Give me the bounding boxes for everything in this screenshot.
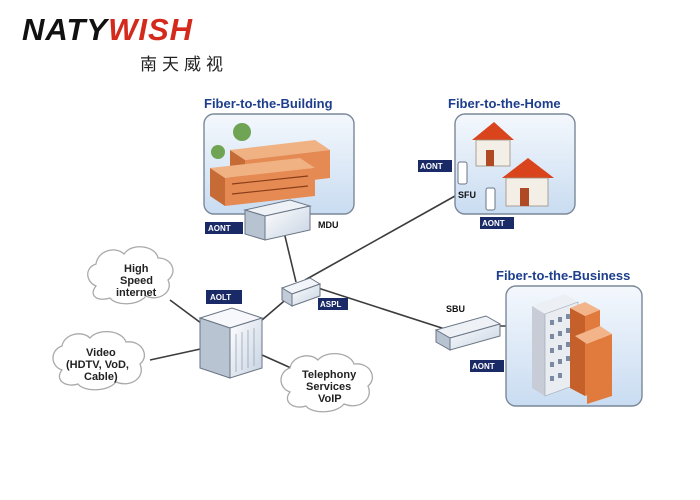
mdu-device: [243, 199, 312, 241]
tree-icon: [211, 145, 225, 159]
link-aspl-sbu: [317, 287, 449, 331]
cloud-video: Video (HDTV, VoD, Cable): [52, 331, 145, 391]
aolt-label: AOLT: [210, 293, 231, 302]
link-aspl-home: [304, 195, 456, 281]
aspl-tag: [318, 298, 348, 310]
panel-home: Fiber-to-the-Home SFU AONT AONT: [418, 96, 576, 229]
link-video-aolt: [149, 347, 206, 361]
aolt-tag: [206, 290, 242, 304]
cloud-telephony: Telephony Services VoIP: [280, 353, 373, 413]
telephony-line-3: VoIP: [318, 393, 342, 405]
mdu-label: MDU: [318, 220, 339, 230]
office-tower: [532, 294, 579, 397]
aolt-device: [198, 307, 264, 379]
brand-subtitle: 南天威视: [140, 55, 228, 75]
telephony-line-2: Services: [306, 381, 351, 393]
sfu-device: [457, 161, 468, 185]
house-icon: [472, 122, 514, 167]
tree-icon: [233, 123, 251, 141]
cloud-internet: High Speed internet: [87, 246, 174, 305]
internet-line-1: High: [124, 263, 149, 275]
aont-tag-building: [205, 222, 243, 234]
sbu-device: [434, 315, 502, 351]
brand-name: NATYWISH: [22, 12, 193, 48]
internet-line-2: Speed: [120, 275, 153, 287]
link-aspl-mdu: [283, 231, 297, 283]
internet-line-3: internet: [116, 287, 157, 299]
house-icon: [502, 158, 554, 207]
brand-logo: NATYWISH 南天威视: [22, 12, 232, 75]
aont-tag-home-top-label: AONT: [420, 162, 443, 171]
video-line-2: (HDTV, VoD,: [66, 359, 129, 371]
sfu-label: SFU: [458, 190, 476, 200]
aspl-splitter: [280, 277, 322, 307]
apartment-block-front: [210, 158, 315, 206]
telephony-line-1: Telephony: [302, 369, 357, 381]
brand-name-part2: WISH: [108, 12, 194, 47]
home-title: Fiber-to-the-Home: [448, 96, 561, 111]
building-title: Fiber-to-the-Building: [204, 96, 333, 111]
sfu-device: [485, 187, 496, 211]
panel-building: Fiber-to-the-Building MDU A: [203, 96, 355, 241]
video-line-1: Video: [86, 347, 116, 359]
video-line-3: Cable): [84, 371, 118, 383]
aont-tag-business-label: AONT: [472, 362, 495, 371]
sbu-label: SBU: [446, 304, 465, 314]
aont-tag-business: [470, 360, 504, 372]
aspl-label: ASPL: [320, 300, 341, 309]
link-internet-aolt: [169, 299, 206, 327]
brand-name-part1: NATY: [22, 12, 109, 47]
aont-tag-home-bottom: [480, 217, 514, 229]
aont-tag-building-label: AONT: [208, 224, 231, 233]
aont-tag-home-top: [418, 160, 452, 172]
aont-tag-home-bottom-label: AONT: [482, 219, 505, 228]
panel-business: Fiber-to-the-Business: [434, 268, 643, 407]
office-block: [570, 302, 612, 404]
business-title: Fiber-to-the-Business: [496, 268, 630, 283]
